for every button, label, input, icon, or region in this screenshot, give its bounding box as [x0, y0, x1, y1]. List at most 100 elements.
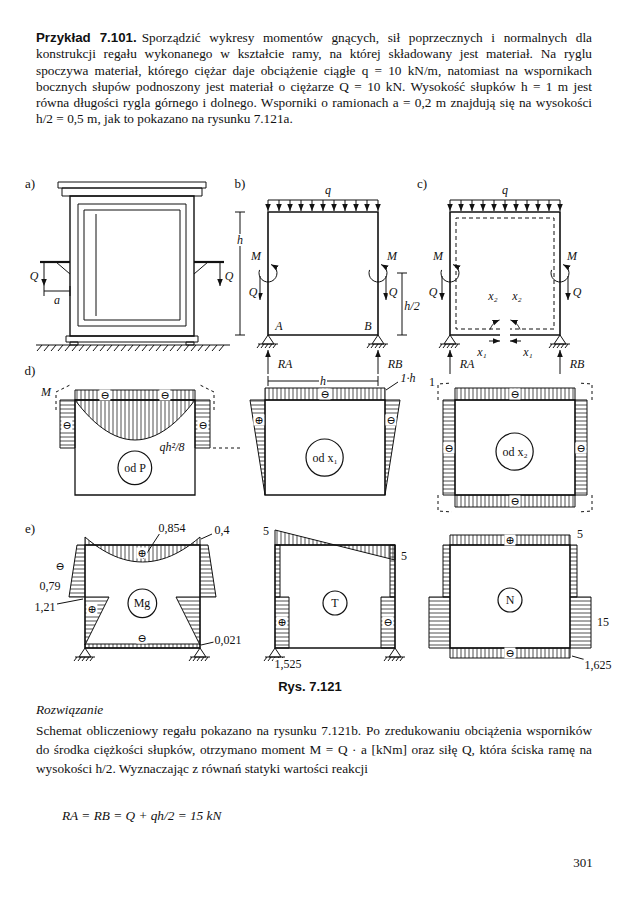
support-hatch [384, 657, 387, 661]
leader-line [386, 382, 398, 390]
load-arrow [483, 200, 484, 211]
frame [85, 545, 200, 648]
figure-label: M [566, 250, 578, 262]
plinth [66, 336, 198, 342]
sign: ⊖ [54, 561, 65, 572]
support-hatch [193, 657, 196, 661]
solution-text: Schemat obliczeniowy regału pokazano na … [36, 721, 592, 778]
door-frame [78, 204, 186, 326]
support-hatch [561, 344, 564, 348]
load-arrow [450, 200, 451, 211]
support [79, 648, 91, 657]
ground-hatch [177, 345, 182, 351]
figure-label: RB [387, 358, 404, 370]
circle-label: od x₁ [305, 438, 344, 477]
load-arrow [560, 200, 561, 211]
dashed-arc [438, 495, 452, 512]
support-hatch [557, 344, 560, 348]
ground-hatch [65, 345, 70, 351]
figure-label: 0,79 [39, 580, 62, 592]
equation: RA = RB = Q + qh/2 = 15 kN [62, 806, 221, 825]
support-hatch [90, 657, 93, 661]
dashed-arc [578, 495, 592, 512]
figure-label: RA [459, 358, 476, 370]
load-arrow [461, 200, 462, 211]
support-hatch [396, 657, 399, 661]
support-hatch [78, 657, 81, 661]
diagram-area [450, 648, 570, 658]
figure-label: A [274, 320, 283, 332]
circle-label: od P [117, 450, 153, 486]
figure-label: Q [248, 286, 259, 298]
dashed-arc [56, 384, 72, 410]
load-arrow [378, 200, 379, 211]
load-arrow [345, 200, 346, 211]
diagram-area [570, 545, 577, 597]
figure-label: RA [277, 358, 294, 370]
sign: ⊖ [385, 415, 396, 426]
sign: ⊖ [443, 443, 454, 454]
circle-shape [306, 439, 343, 476]
frame [268, 212, 378, 335]
support-hatch [257, 344, 260, 348]
sign: ⊕ [253, 415, 264, 426]
diagram-area [75, 400, 195, 440]
frame [75, 400, 195, 495]
load-arrow [472, 200, 473, 211]
frame [450, 212, 560, 335]
circle-shape [323, 591, 347, 615]
diagram-area [176, 597, 200, 645]
load-arrow [301, 200, 302, 211]
diagram-area [575, 400, 587, 495]
support-hatch [74, 657, 77, 661]
circle-shape [128, 589, 157, 618]
circle-shape [496, 433, 533, 470]
dimension-tick [378, 376, 379, 386]
dashed-side [456, 218, 554, 329]
dimension-tick [235, 212, 245, 213]
figure-label: h/2 [403, 300, 420, 312]
frame [450, 545, 570, 648]
figure-label: M [432, 250, 444, 262]
figure-label: x₁ [522, 346, 534, 358]
leader-line [201, 642, 214, 645]
load-arrow [290, 200, 291, 211]
ground-hatch [212, 345, 217, 351]
sign: ⊖ [99, 390, 110, 401]
ground-hatch [191, 345, 196, 351]
support-hatch [549, 344, 552, 348]
support-hatch [264, 657, 267, 661]
panel-letter: b) [234, 177, 247, 190]
diagram-area [450, 535, 570, 545]
moment-arrow [259, 265, 277, 282]
door-glass [84, 210, 180, 320]
figure-label: q [501, 184, 509, 196]
dashed-arc [578, 383, 592, 400]
frame [275, 545, 395, 648]
support-hatch [565, 344, 568, 348]
diagram-area [455, 495, 575, 507]
support-hatch [197, 657, 200, 661]
force-arrow [44, 263, 45, 286]
figure-label: h [236, 234, 244, 246]
support-hatch [265, 344, 268, 348]
frame [455, 400, 575, 495]
ground-hatch [142, 345, 147, 351]
ground-hatch [135, 345, 140, 351]
support-hatch [189, 657, 192, 661]
load-arrow [549, 200, 550, 211]
ground-hatch [128, 345, 133, 351]
panel-letter: e) [24, 522, 36, 535]
support-hatch [553, 344, 556, 348]
support-hatch [388, 657, 391, 661]
circle-text: od x₁ [312, 452, 337, 464]
bracket-brace [194, 262, 208, 274]
section-heading: Rozwiązanie [36, 700, 103, 719]
diagram-area [85, 597, 109, 645]
support [262, 335, 274, 344]
sign: ⊖ [509, 496, 520, 507]
support-hatch [375, 344, 378, 348]
sign: ⊖ [319, 389, 330, 400]
diagram-area [443, 400, 455, 495]
figure-label: 1,525 [274, 658, 303, 670]
